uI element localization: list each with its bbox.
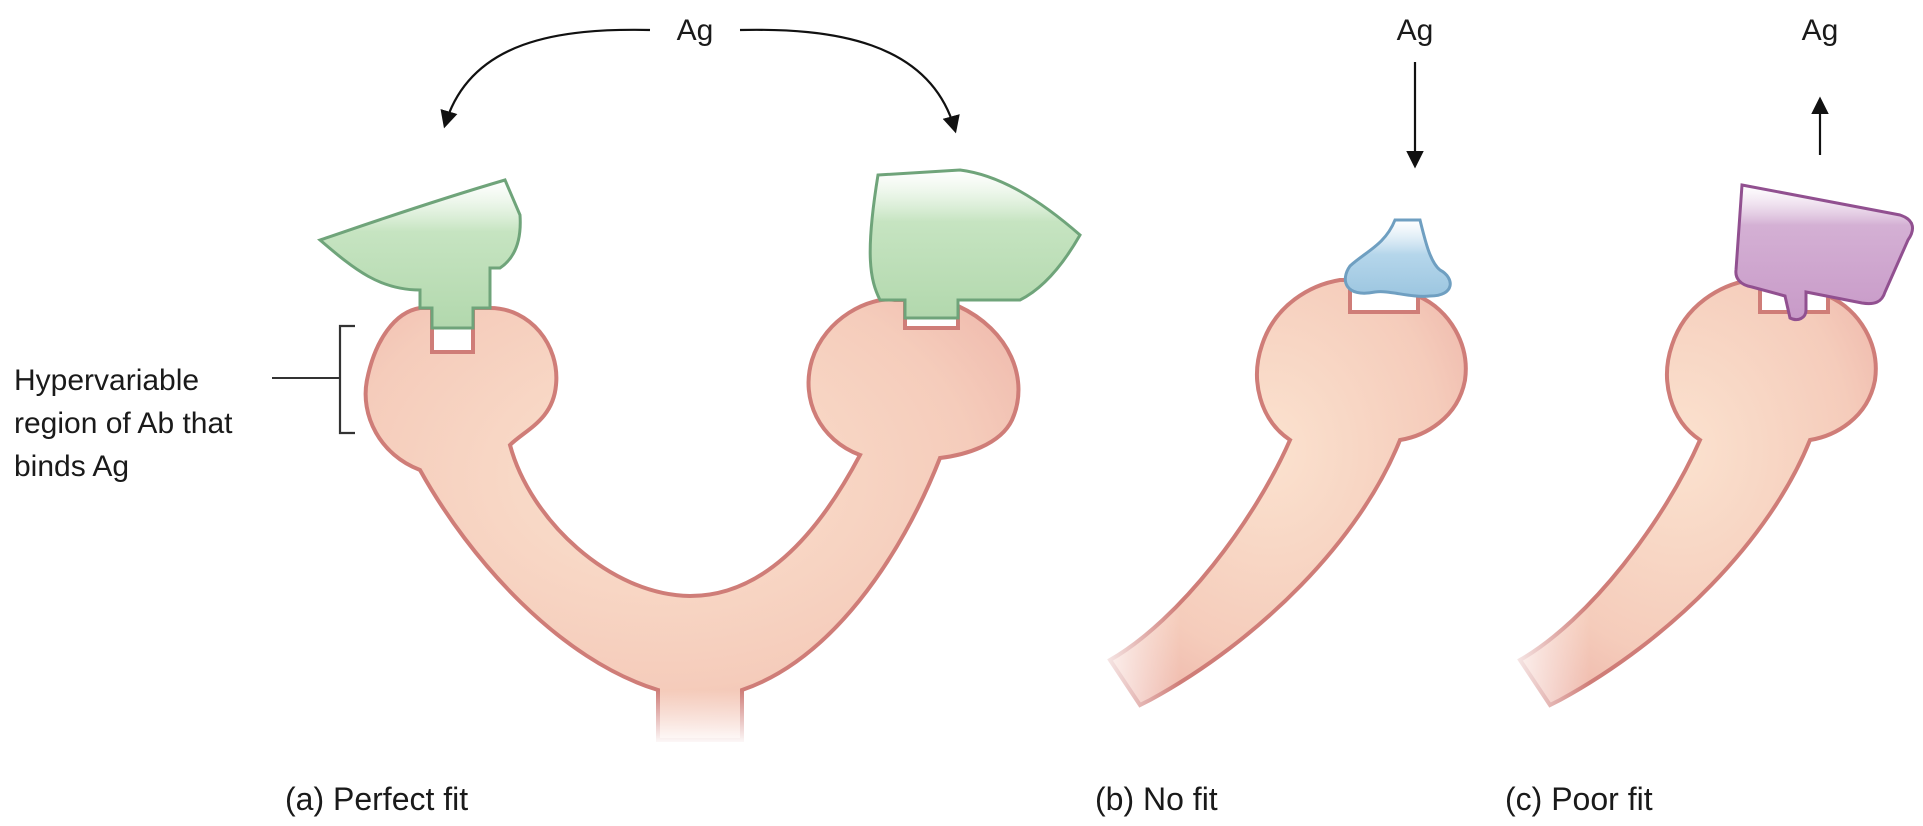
caption-no-fit: (b) No fit [1095,781,1218,817]
arm-c-fade [1500,560,1590,720]
hypervariable-bracket [340,326,355,433]
ag-label-poor-fit: Ag [1802,14,1839,47]
left-antigen-perfect [320,180,520,328]
hypervariable-label-line3: binds Ag [14,450,129,483]
left-curved-arrow [445,30,650,125]
antigen-no-fit [1345,220,1450,296]
ag-label-top: Ag [677,14,714,47]
ag-label-no-fit: Ag [1397,14,1434,47]
hypervariable-label-line2: region of Ab that [14,407,233,440]
arm-b-fade [1090,560,1180,720]
right-antigen-perfect [870,170,1080,318]
right-curved-arrow [740,30,955,130]
antibody-y-shape [366,300,1019,740]
hypervariable-label-line1: Hypervariable [14,364,199,397]
caption-perfect-fit: (a) Perfect fit [285,781,468,817]
caption-poor-fit: (c) Poor fit [1505,781,1653,817]
antigen-poor-fit [1736,185,1913,320]
poor-fit-panel: Ag (c) Poor fit [1500,14,1913,817]
stem-fade [640,690,760,745]
perfect-fit-panel: Ag Hypervariable region of Ab that binds… [14,14,1080,817]
no-fit-panel: Ag (b) No fit [1090,14,1466,817]
